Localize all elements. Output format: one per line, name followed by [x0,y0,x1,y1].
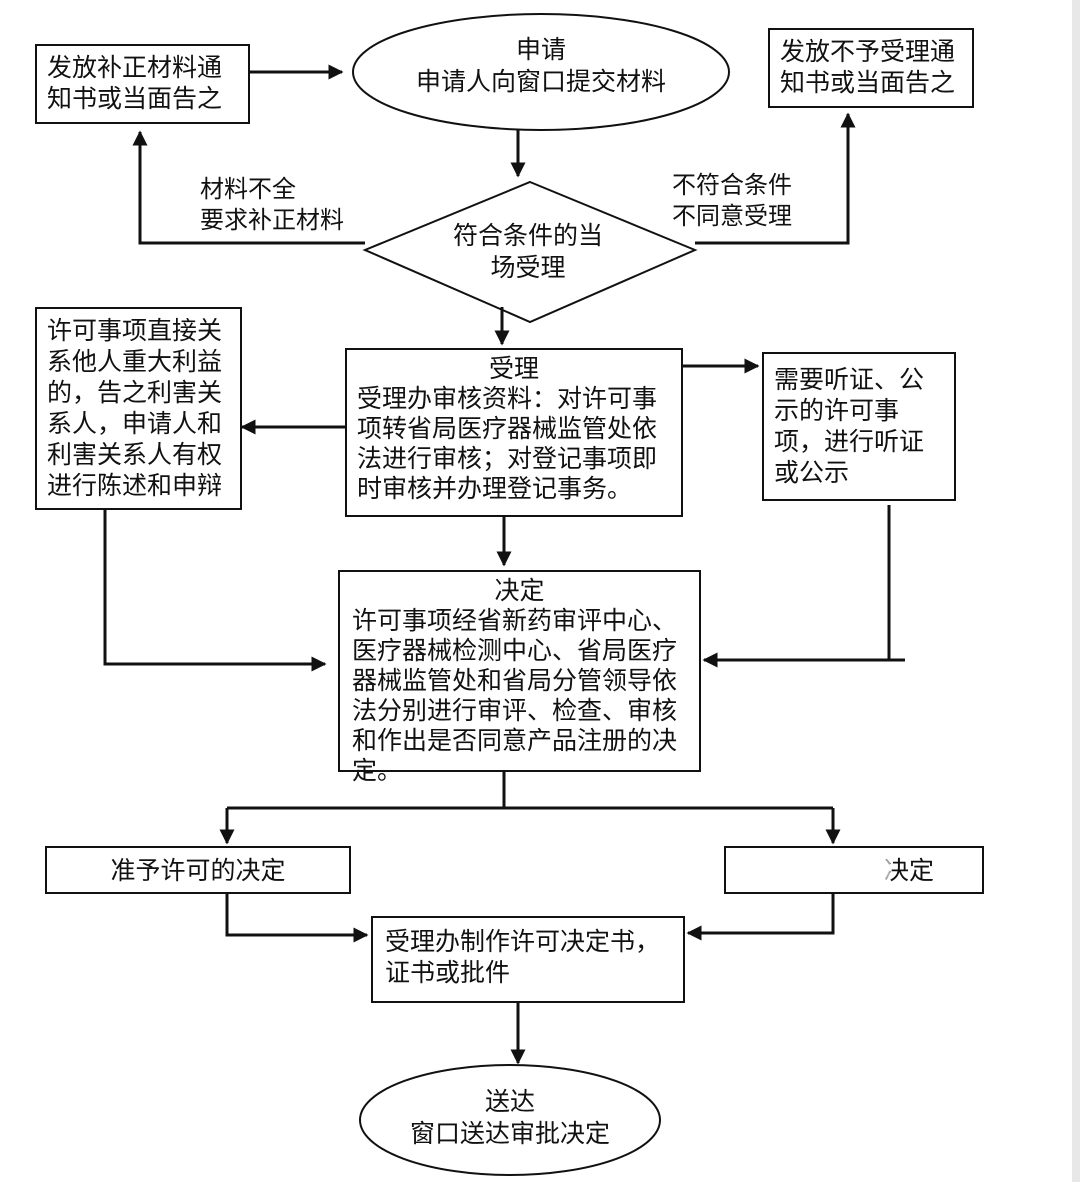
apply-title: 申请 [515,35,566,64]
incomplete-label: 材料不全 要求补正材料 [200,175,344,234]
smudge-overlay [762,848,890,892]
deliver-oval [359,1064,661,1176]
decision-title: 决定 [494,576,545,605]
deliver-text: 窗口送达审批决定 [409,1119,610,1148]
arrow-diamond-to-reject [695,112,856,245]
arrow-stakeholder-to-decision [103,510,327,672]
deny-text: 决定 [883,856,934,885]
not-qualified-label: 不符合条件 不同意受理 [672,171,792,230]
reject-notice-text: 发放不予受理通知书或当面告之 [780,37,956,97]
onsite-accept-diamond [362,180,698,324]
supplement-notice-text: 发放补正材料通知书或当面告之 [47,53,223,113]
apply-oval [352,13,730,131]
arrow-deny-to-certificate [686,893,835,941]
reject-notice-box: 发放不予受理通知书或当面告之 [768,28,974,108]
make-certificate-text: 受理办制作许可决定书，证书或批件 [385,927,661,987]
deliver-node: 送达 窗口送达审批决定 [385,1086,635,1150]
make-certificate-box: 受理办制作许可决定书，证书或批件 [371,916,685,1003]
apply-text: 申请人向窗口提交材料 [415,67,666,96]
hearing-text: 需要听证、公示的许可事项，进行听证或公示 [774,365,925,487]
decision-box: 决定 许可事项经省新药审评中心、医疗器械检测中心、省局医疗器械监管处和省局分管领… [338,570,701,785]
apply-node: 申请 申请人向窗口提交材料 [391,34,691,98]
grant-box: 准予许可的决定 [45,846,351,894]
arrow-grant-to-certificate [225,893,369,943]
accept-text: 受理办审核资料：对许可事项转省局医疗器械监管处依法进行审核；对登记事项即时审核并… [357,384,658,503]
stakeholder-box: 许可事项直接关系他人重大利益的，告之利害关系人，申请人和利害关系人有权进行陈述和… [35,307,242,510]
onsite-accept-text: 符合条件的当场受理 [453,221,604,282]
stakeholder-text: 许可事项直接关系他人重大利益的，告之利害关系人，申请人和利害关系人有权进行陈述和… [47,316,223,500]
arrow-diamond-to-supplement [132,130,365,245]
accept-box: 受理 受理办审核资料：对许可事项转省局医疗器械监管处依法进行审核；对登记事项即时… [345,348,683,517]
deliver-title: 送达 [484,1087,535,1116]
arrow-hearing-to-decision [704,505,905,660]
decision-text: 许可事项经省新药审评中心、医疗器械检测中心、省局医疗器械监管处和省局分管领导依法… [352,606,678,785]
accept-title: 受理 [488,354,539,383]
grant-text: 准予许可的决定 [110,856,286,885]
supplement-notice-box: 发放补正材料通知书或当面告之 [35,44,250,124]
hearing-box: 需要听证、公示的许可事项，进行听证或公示 [762,352,956,501]
